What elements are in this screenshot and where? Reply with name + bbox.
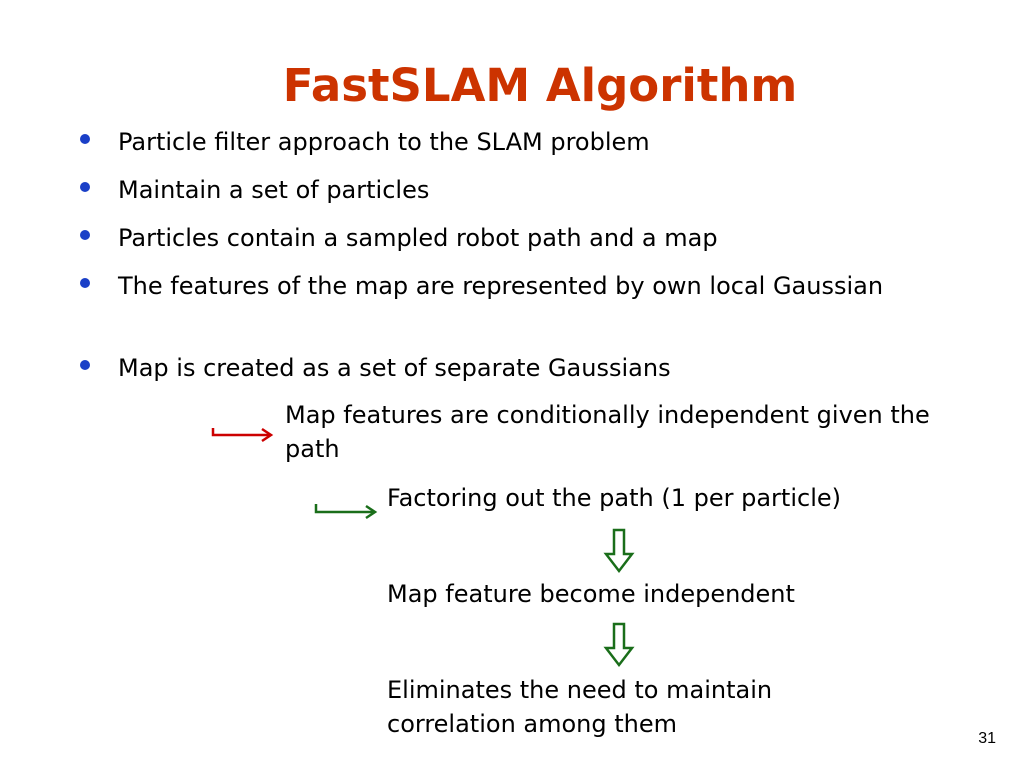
step-note: Eliminates the need to maintain correlat… — [387, 676, 773, 738]
slide-title: FastSLAM Algorithm — [282, 59, 798, 112]
step-note: Map feature become independent — [387, 580, 795, 608]
bullet-dot-icon — [80, 278, 90, 288]
bullet-dot-icon — [80, 360, 90, 370]
bullet-dot-icon — [80, 230, 90, 240]
bullet-text: Maintain a set of particles — [118, 176, 430, 204]
bullet-text: The features of the map are represented … — [118, 272, 884, 300]
double-down-arrow-icon — [603, 528, 635, 574]
red-arrow-note: Map features are conditionally independe… — [285, 401, 930, 463]
double-down-arrow-icon — [603, 622, 635, 668]
green-arrow-note: Factoring out the path (1 per particle) — [387, 484, 841, 512]
green-hook-arrow-icon — [314, 504, 378, 520]
bullet-dot-icon — [80, 134, 90, 144]
bullet-text: Particle filter approach to the SLAM pro… — [118, 128, 650, 156]
bullet-dot-icon — [80, 182, 90, 192]
bullet-text: Particles contain a sampled robot path a… — [118, 224, 718, 252]
bullet-text: Map is created as a set of separate Gaus… — [118, 354, 671, 382]
page-number: 31 — [978, 730, 996, 747]
red-hook-arrow-icon — [211, 427, 274, 443]
